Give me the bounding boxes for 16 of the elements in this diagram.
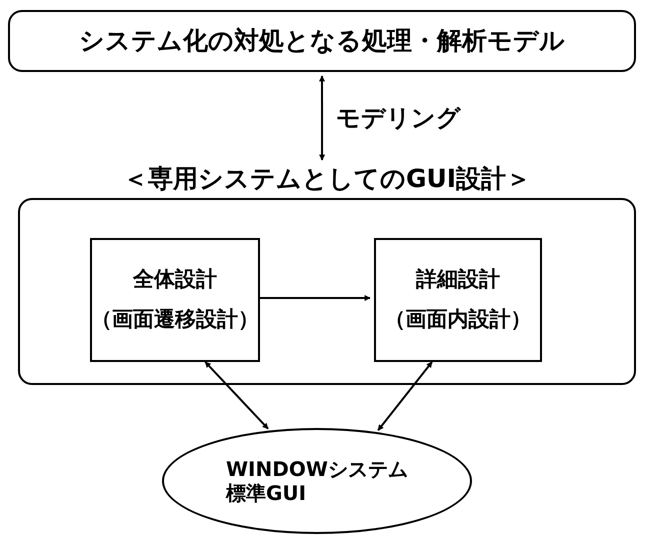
process-box xyxy=(8,10,636,72)
node-label: （画面遷移設計） xyxy=(91,306,259,333)
node-label: WINDOWシステム xyxy=(226,457,408,481)
node-label: 標準GUI xyxy=(226,481,306,505)
arrow xyxy=(260,295,371,301)
node-label: 詳細設計 xyxy=(416,266,500,294)
arrow xyxy=(204,361,269,430)
process-box xyxy=(374,238,542,362)
arrow xyxy=(319,75,326,161)
node-label: （画面内設計） xyxy=(384,306,532,333)
ellipse-node xyxy=(162,428,472,534)
process-box xyxy=(90,238,260,362)
arrow xyxy=(377,361,433,431)
node-label: 全体設計 xyxy=(133,266,217,294)
node-label: システム化の対処となる処理・解析モデル xyxy=(79,25,565,58)
group-heading: ＜専用システムとしてのGUI設計＞ xyxy=(122,163,532,195)
